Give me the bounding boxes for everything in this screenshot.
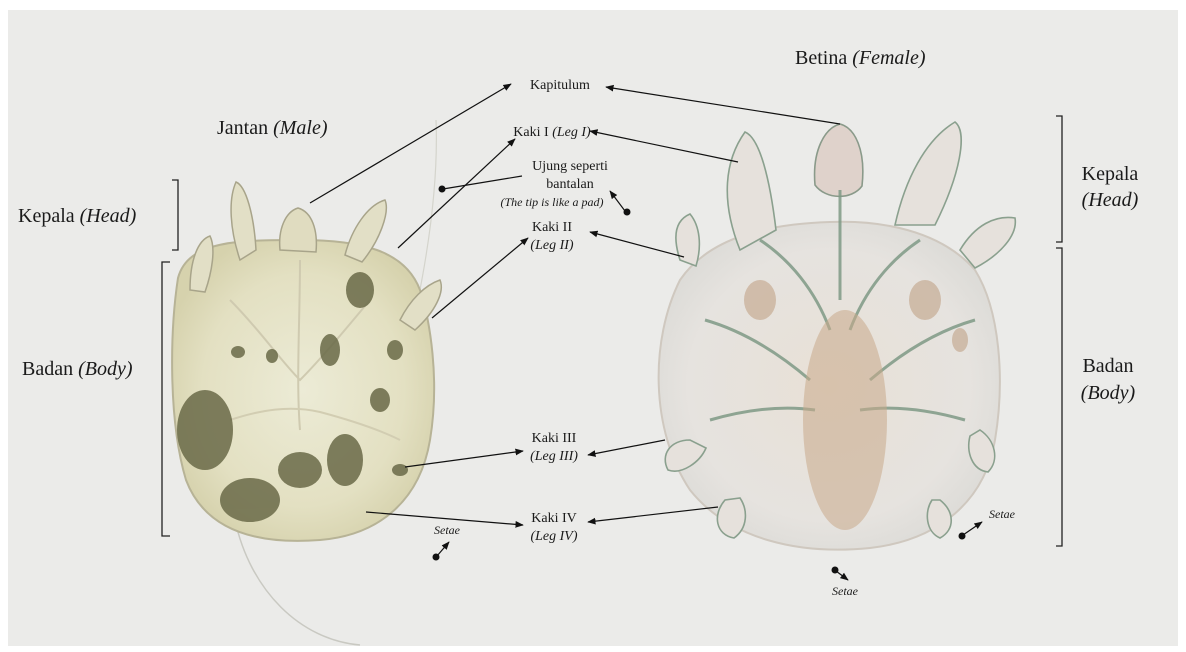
label-body-right-en: (Body) (1081, 382, 1136, 404)
label-kapitulum: Kapitulum (530, 78, 590, 93)
label-leg1: Kaki I (Leg I) (513, 125, 591, 140)
label-leg2-en: (Leg II) (530, 238, 573, 253)
label-setae-right: Setae (989, 507, 1016, 521)
dot-pad (439, 186, 446, 193)
label-body-left: Badan (Body) (22, 358, 133, 380)
label-setae-bottom: Setae (832, 584, 859, 598)
label-pad-en: (The tip is like a pad) (501, 195, 604, 209)
label-head-right-en: (Head) (1082, 189, 1139, 211)
label-leg3-en: (Leg III) (530, 449, 578, 464)
label-body-right: Badan (1082, 355, 1133, 377)
label-leg3: Kaki III (532, 431, 577, 446)
label-leg4-en: (Leg IV) (530, 529, 577, 544)
label-head-right: Kepala (1082, 163, 1139, 185)
male-title: Jantan (Male) (217, 117, 328, 139)
label-head-left: Kepala (Head) (18, 205, 137, 227)
dot-pad-right (624, 209, 631, 216)
dot-setae-male (433, 554, 440, 561)
label-pad-line2: bantalan (546, 177, 593, 192)
label-leg4: Kaki IV (531, 511, 577, 526)
label-pad-line1: Ujung seperti (532, 159, 608, 174)
label-leg2: Kaki II (532, 220, 572, 235)
dot-setae-right (959, 533, 966, 540)
female-title: Betina (Female) (795, 47, 926, 69)
dot-setae-bottom (832, 567, 839, 574)
label-setae-male: Setae (434, 523, 461, 537)
